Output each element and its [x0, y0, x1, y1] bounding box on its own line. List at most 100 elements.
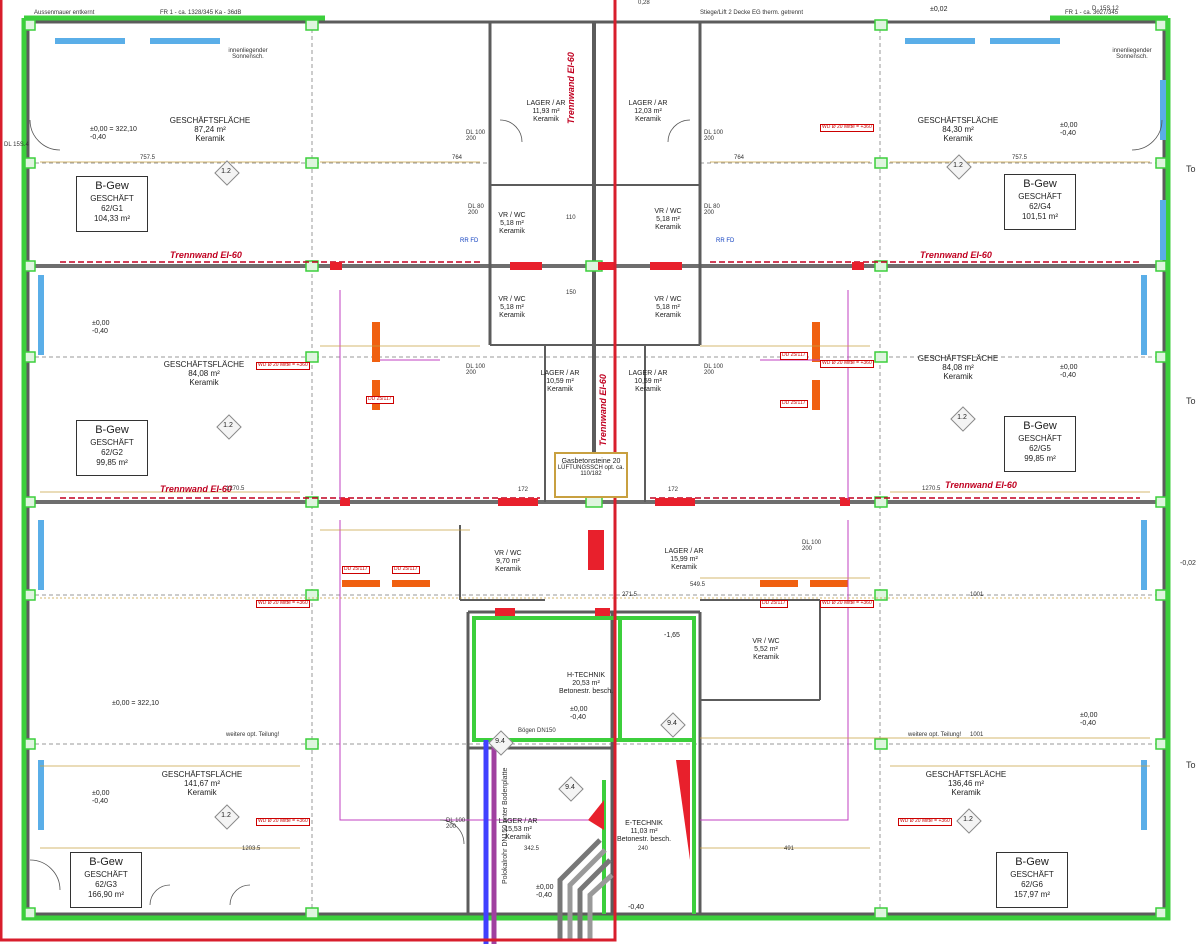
unit-box-g1[interactable]: B-Gew GESCHÄFT 62/G1 104,33 m²: [76, 176, 148, 232]
partition-note: weitere opt. Teilung!: [226, 732, 280, 738]
room-name: H-TECHNIK: [566, 672, 606, 679]
strip-right: FR 1 - ca. 3027/345: [1065, 10, 1119, 16]
room-name: LAGER / AR: [540, 370, 580, 377]
dimension: 1203.5: [242, 846, 261, 852]
room-label-lager6: LAGER / AR 15,53 m² Keramik: [499, 818, 538, 842]
room-label-etechnik: E-TECHNIK 11,03 m² Betonestr. besch.: [617, 820, 671, 844]
room-label-wc5: VR / WC 9,70 m² Keramik: [494, 550, 521, 574]
column-marker-label: 1.2: [221, 812, 231, 819]
level-marker: ±0,00-0,40: [1080, 712, 1097, 727]
dimension: 1001: [970, 592, 984, 598]
partition-note: weitere opt. Teilung!: [908, 732, 962, 738]
column-marker-label: 1.2: [963, 816, 973, 823]
unit-use: GESCHÄFT: [1018, 191, 1062, 201]
column-marker-label: 9.4: [495, 738, 505, 745]
unit-code: 62/G1: [101, 203, 123, 213]
room-label-r2: GESCHÄFTSFLÄCHE 84,08 m² Keramik: [164, 360, 244, 388]
unit-box-g4[interactable]: B-Gew GESCHÄFT 62/G4 101,51 m²: [1004, 174, 1076, 230]
room-area: 9,70 m²: [496, 558, 520, 566]
room-floor: Keramik: [547, 386, 573, 394]
dimension: 150: [566, 290, 577, 296]
level-value: -0,40: [1060, 129, 1076, 137]
column-marker-label: 9.4: [667, 720, 677, 727]
room-label-r3: GESCHÄFTSFLÄCHE 141,67 m² Keramik: [162, 770, 242, 798]
room-label-htechnik: H-TECHNIK 20,53 m² Betonestr. besch.: [559, 672, 613, 696]
room-floor: Keramik: [499, 312, 525, 320]
room-floor: Keramik: [533, 116, 559, 124]
room-name: GESCHÄFTSFLÄCHE: [163, 360, 245, 369]
room-name: GESCHÄFTSFLÄCHE: [925, 770, 1007, 779]
fire-dampers: [330, 262, 864, 616]
edge-label-right: To: [1186, 760, 1196, 770]
edge-label-top-right: D_15S.12: [1092, 6, 1119, 12]
pipes: [483, 740, 614, 944]
unit-area: 99,85 m²: [1024, 453, 1056, 463]
electrical-panels: [588, 760, 690, 860]
unit-area: 157,97 m²: [1013, 889, 1051, 899]
unit-type: B-Gew: [95, 180, 129, 192]
room-floor: Keramik: [495, 566, 521, 574]
edge-label-right: To: [1186, 396, 1196, 406]
unit-use: GESCHÄFT: [90, 193, 134, 203]
room-area: 5,18 m²: [656, 304, 680, 312]
room-area: 5,18 m²: [500, 304, 524, 312]
level-value: -0,40: [570, 713, 586, 721]
ceiling-opening: DL 100 200: [466, 364, 486, 376]
fire-wall-label: Trennwand EI-60: [945, 480, 1017, 490]
edge-label-left: DL 15S.4: [4, 142, 29, 148]
dimension: 271.5: [622, 592, 638, 598]
room-floor: Keramik: [943, 372, 973, 382]
room-name: LAGER / AR: [664, 548, 704, 555]
vent-runs: [339, 290, 849, 821]
room-area: 10,59 m²: [546, 378, 574, 386]
room-name: LAGER / AR: [628, 370, 668, 377]
room-floor: Keramik: [655, 312, 681, 320]
room-label-r5: GESCHÄFTSFLÄCHE 84,08 m² Keramik: [918, 354, 998, 382]
strip-left: FR 1 - ca. 1328/345 Ka - 36dB: [160, 10, 242, 16]
level-value: ±0,00: [1080, 712, 1098, 719]
room-label-wc3: VR / WC 5,18 m² Keramik: [498, 296, 525, 320]
level-marker: ±0,00-0,40: [570, 706, 587, 721]
level-value: -0,40: [92, 797, 108, 805]
room-name: E-TECHNIK: [625, 820, 663, 827]
unit-box-g3[interactable]: B-Gew GESCHÄFT 62/G3 166,90 m²: [70, 852, 142, 908]
room-name: VR / WC: [654, 208, 682, 215]
dimension: 764: [452, 155, 463, 161]
unit-code: 62/G2: [101, 447, 123, 457]
room-label-r1: GESCHÄFTSFLÄCHE 87,24 m² Keramik: [170, 116, 250, 144]
room-floor: Keramik: [499, 228, 525, 236]
ceiling-opening: DL 100 200: [466, 130, 486, 142]
column-marker-label: 1.2: [221, 168, 231, 175]
dimension: 240: [638, 846, 649, 852]
unit-box-g5[interactable]: B-Gew GESCHÄFT 62/G5 99,85 m²: [1004, 416, 1076, 472]
unit-use: GESCHÄFT: [1018, 433, 1062, 443]
room-name: VR / WC: [654, 296, 682, 303]
duct-tag: DD 25/117: [392, 566, 420, 574]
room-label-wc4: VR / WC 5,18 m² Keramik: [654, 296, 681, 320]
unit-box-g2[interactable]: B-Gew GESCHÄFT 62/G2 99,85 m²: [76, 420, 148, 476]
ceiling-opening: DL 80 200: [468, 204, 484, 216]
dimension: 1270.5: [226, 486, 245, 492]
room-area: 15,53 m²: [504, 826, 532, 834]
level-marker: -1,65: [664, 632, 680, 639]
unit-box-g6[interactable]: B-Gew GESCHÄFT 62/G6 157,97 m²: [996, 852, 1068, 908]
ventilation-ducts: [342, 322, 848, 587]
level-value: ±0,00: [1060, 122, 1078, 129]
level-value: -0,40: [536, 891, 552, 899]
unit-area: 104,33 m²: [93, 213, 131, 223]
level-value: ±0,00: [570, 706, 588, 713]
fire-wall-label: Trennwand EI-60: [920, 250, 992, 260]
room-name: VR / WC: [498, 212, 526, 219]
room-name: GESCHÄFTSFLÄCHE: [917, 116, 999, 125]
unit-type: B-Gew: [1023, 178, 1057, 190]
level-value: ±0,00: [536, 884, 554, 891]
level-marker: ±0,00-0,40: [1060, 364, 1077, 379]
level-value: ±0,00: [1060, 364, 1078, 371]
room-label-wc6: VR / WC 5,52 m² Keramik: [752, 638, 779, 662]
room-label-wc2: VR / WC 5,18 m² Keramik: [654, 208, 681, 232]
unit-type: B-Gew: [1015, 856, 1049, 868]
level-value: ±0,00: [92, 790, 110, 797]
unit-type: B-Gew: [1023, 420, 1057, 432]
room-name: VR / WC: [752, 638, 780, 645]
fire-wall-label-vertical: Trennwand EI-60: [598, 374, 608, 446]
